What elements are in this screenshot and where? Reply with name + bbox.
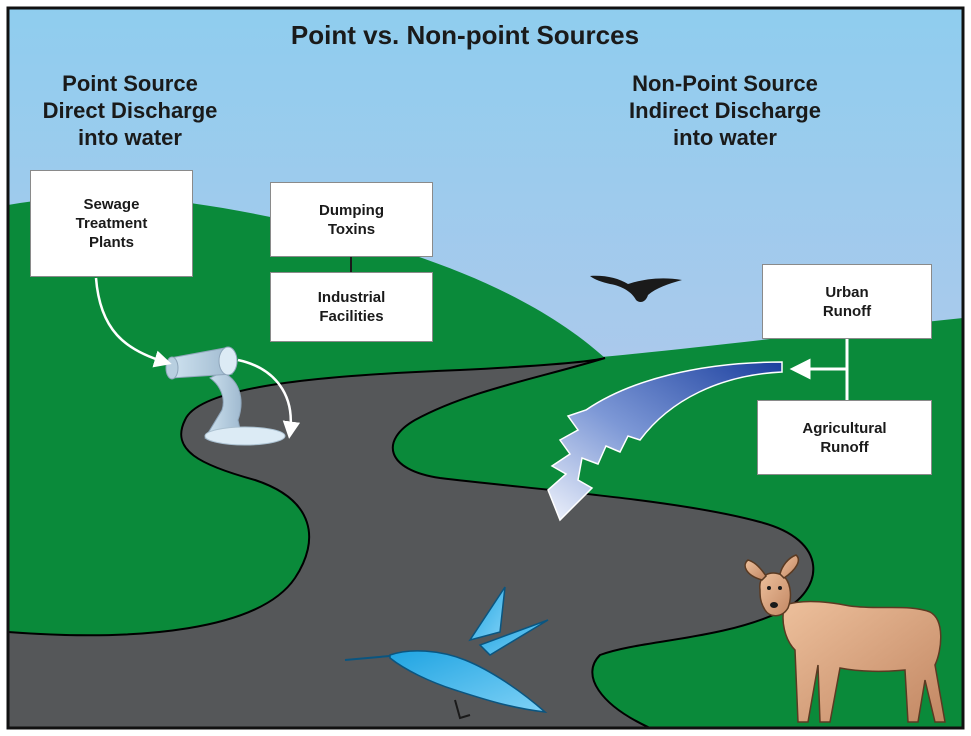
pipe-icon	[165, 346, 286, 446]
pipe-discharge-arrow	[237, 358, 301, 439]
nonpoint-source-heading: Non-Point Source Indirect Discharge into…	[629, 71, 821, 150]
sewage-to-pipe-arrow	[94, 277, 172, 368]
sewage-treatment-box: Sewage Treatment Plants	[30, 170, 193, 277]
frame-border	[6, 6, 965, 730]
diagram-title: Point vs. Non-point Sources	[290, 20, 640, 50]
agricultural-runoff-box: Agricultural Runoff	[757, 400, 932, 475]
urban-runoff-box: Urban Runoff	[762, 264, 932, 339]
deer-icon	[744, 554, 946, 723]
point-source-heading: Point Source Direct Discharge into water	[42, 71, 218, 150]
industrial-facilities-box: Industrial Facilities	[270, 272, 433, 342]
runoff-arrow-icon	[547, 361, 783, 522]
eagle-icon	[590, 275, 682, 303]
hummingbird-icon	[344, 586, 549, 720]
dumping-toxins-box: Dumping Toxins	[270, 182, 433, 257]
